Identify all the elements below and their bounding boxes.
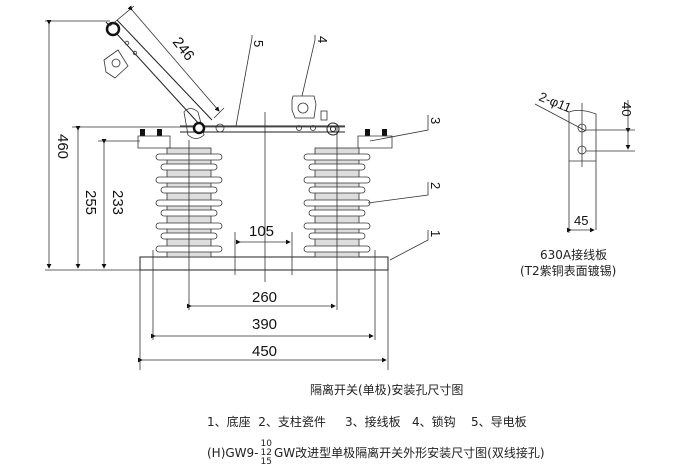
svg-text:5: 5 bbox=[251, 40, 266, 47]
mounting-title: 隔离开关(单极)安装孔尺寸图 bbox=[310, 383, 464, 397]
svg-text:2: 2 bbox=[428, 182, 443, 189]
terminal-caption-line2: (T2紫铜表面镀锡) bbox=[520, 264, 617, 278]
svg-text:1: 1 bbox=[428, 230, 443, 237]
terminal-hole-spacing: 40 bbox=[619, 102, 634, 116]
terminal-caption-line1: 630A接线板 bbox=[540, 248, 608, 262]
dim-255: 255 bbox=[75, 126, 99, 269]
dim-246: 246 bbox=[109, 5, 225, 119]
conductive-plate bbox=[72, 122, 345, 136]
dim-460-label: 460 bbox=[54, 134, 71, 159]
dim-390-label: 390 bbox=[252, 316, 277, 333]
dim-390: 390 bbox=[151, 250, 376, 340]
callout-5: 5 bbox=[235, 35, 266, 127]
dim-260-label: 260 bbox=[252, 289, 277, 306]
terminal-plate-detail: 40 2-φ11 45 bbox=[534, 89, 635, 233]
svg-text:4: 4 bbox=[315, 36, 330, 43]
dim-105: 105 bbox=[234, 223, 293, 275]
dim-233-label: 233 bbox=[109, 190, 126, 215]
dim-460: 460 bbox=[45, 20, 110, 269]
terminal-left bbox=[137, 129, 171, 149]
terminal-hole-spec: 2-φ11 bbox=[537, 89, 574, 115]
svg-text:3: 3 bbox=[428, 117, 443, 124]
callout-1: 1 bbox=[389, 230, 443, 261]
lock-hook bbox=[291, 95, 328, 121]
dim-255-label: 255 bbox=[82, 190, 99, 215]
dim-105-label: 105 bbox=[249, 223, 274, 240]
callout-2: 2 bbox=[367, 182, 443, 204]
parts-legend: 1、底座 2、支柱瓷件 3、接线板 4、锁钩 5、导电板 bbox=[207, 415, 527, 429]
terminal-width: 45 bbox=[574, 213, 588, 228]
dim-450: 450 bbox=[138, 343, 387, 363]
dim-260: 260 bbox=[187, 289, 336, 309]
dim-450-label: 450 bbox=[252, 343, 277, 360]
dim-233: 233 bbox=[98, 139, 140, 269]
blade-arm bbox=[103, 19, 213, 139]
callout-3: 3 bbox=[369, 115, 443, 142]
dim-246-label: 246 bbox=[169, 34, 198, 64]
title-suffix: GW改进型单极隔离开关外形安装尺寸图(双线接孔) bbox=[273, 446, 545, 460]
callout-4: 4 bbox=[301, 35, 330, 97]
terminal-right bbox=[357, 129, 393, 149]
base-plate bbox=[139, 256, 389, 370]
title-prefix: (H)GW9- bbox=[207, 446, 259, 460]
